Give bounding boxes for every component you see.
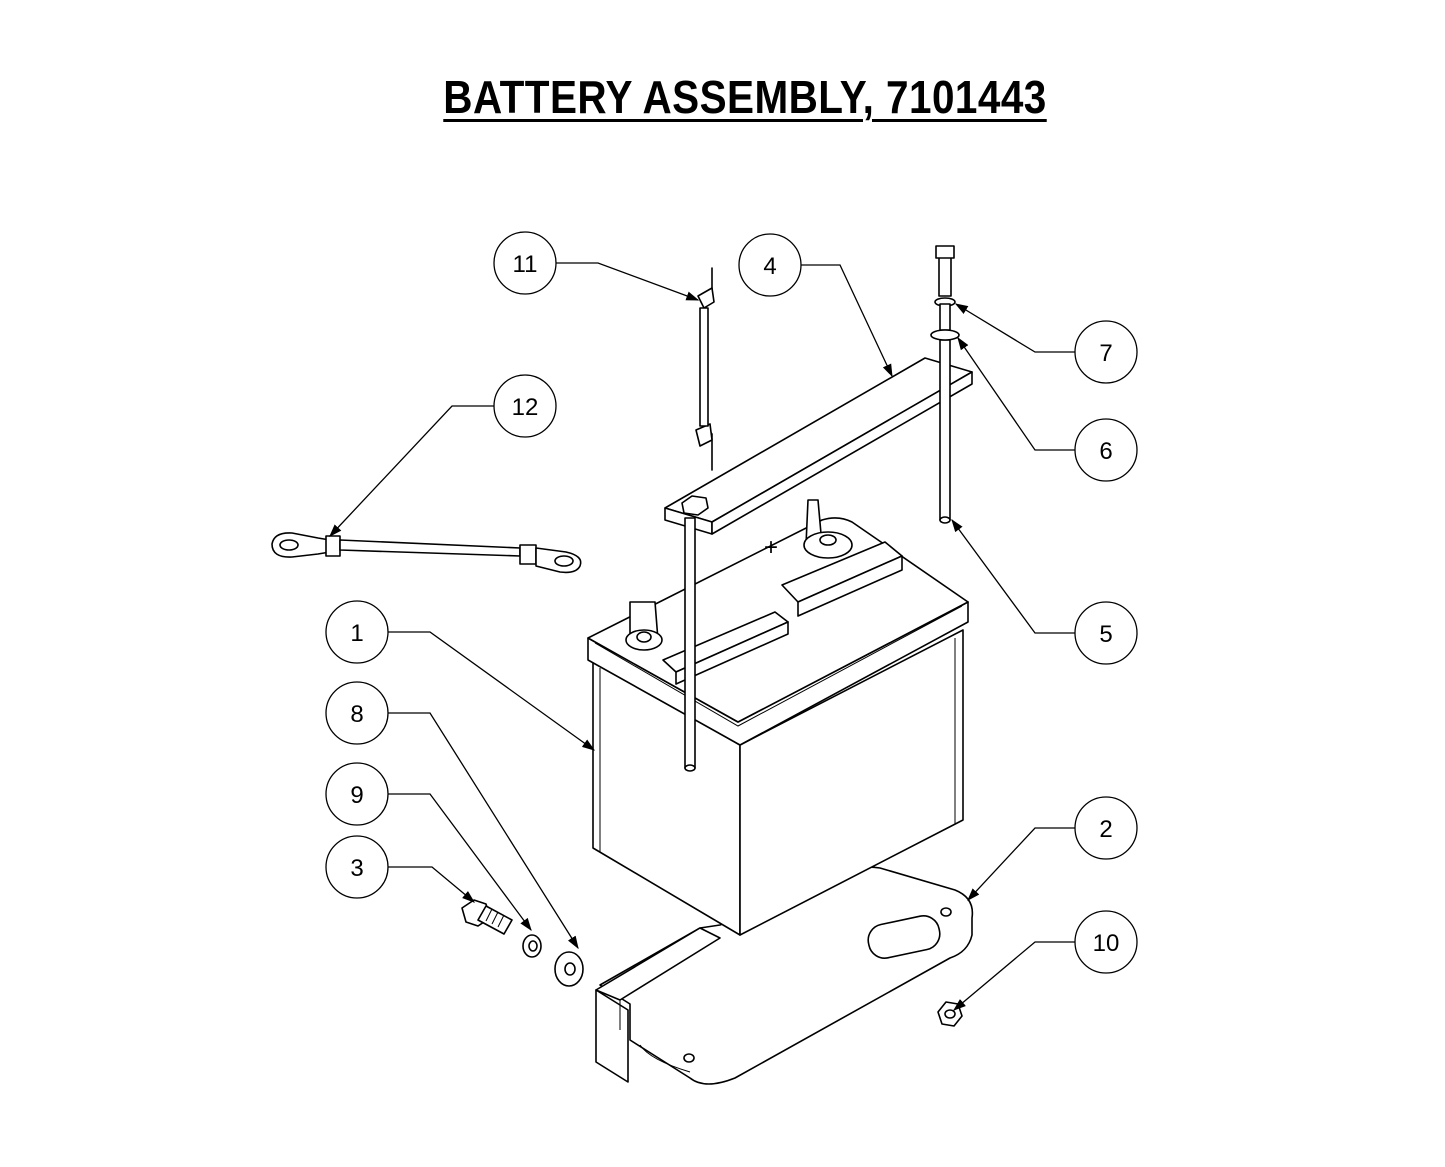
bolt bbox=[461, 899, 513, 935]
callout-label: 11 bbox=[513, 251, 538, 278]
callout-3: 3 bbox=[325, 835, 389, 899]
callout-label: 9 bbox=[350, 782, 363, 809]
callout-10: 10 bbox=[1074, 910, 1138, 974]
callout-label: 5 bbox=[1099, 621, 1112, 648]
battery-cable bbox=[695, 267, 715, 471]
callout-1: 1 bbox=[325, 600, 389, 664]
j-bolt-left bbox=[684, 517, 696, 772]
callout-label: 10 bbox=[1093, 930, 1120, 957]
callout-label: 4 bbox=[763, 253, 776, 280]
flat-washer-small bbox=[554, 951, 584, 987]
flat-washer bbox=[930, 329, 960, 341]
callout-2: 2 bbox=[1074, 796, 1138, 860]
battery-plus-marking: + bbox=[764, 534, 778, 561]
callout-5: 5 bbox=[1074, 601, 1138, 665]
top-bolt bbox=[935, 245, 955, 297]
callout-11: 11 bbox=[493, 231, 557, 295]
callout-label: 1 bbox=[350, 620, 363, 647]
callout-label: 12 bbox=[512, 394, 539, 421]
callout-12: 12 bbox=[493, 374, 557, 438]
callout-7: 7 bbox=[1074, 320, 1138, 384]
callout-9: 9 bbox=[325, 762, 389, 826]
lock-washer-small bbox=[522, 934, 542, 958]
callout-label: 7 bbox=[1099, 340, 1112, 367]
battery-tray bbox=[595, 866, 974, 1085]
callout-6: 6 bbox=[1074, 418, 1138, 482]
callout-label: 3 bbox=[350, 855, 363, 882]
page-title: BATTERY ASSEMBLY, 7101443 bbox=[443, 71, 1047, 123]
leader-lines bbox=[329, 262, 1075, 1011]
battery: + bbox=[587, 499, 969, 936]
ground-strap bbox=[271, 532, 582, 574]
callout-label: 8 bbox=[350, 701, 363, 728]
callout-4: 4 bbox=[738, 233, 802, 297]
callout-8: 8 bbox=[325, 681, 389, 745]
callout-label: 2 bbox=[1099, 816, 1112, 843]
callout-label: 6 bbox=[1099, 438, 1112, 465]
j-bolt bbox=[939, 339, 951, 524]
